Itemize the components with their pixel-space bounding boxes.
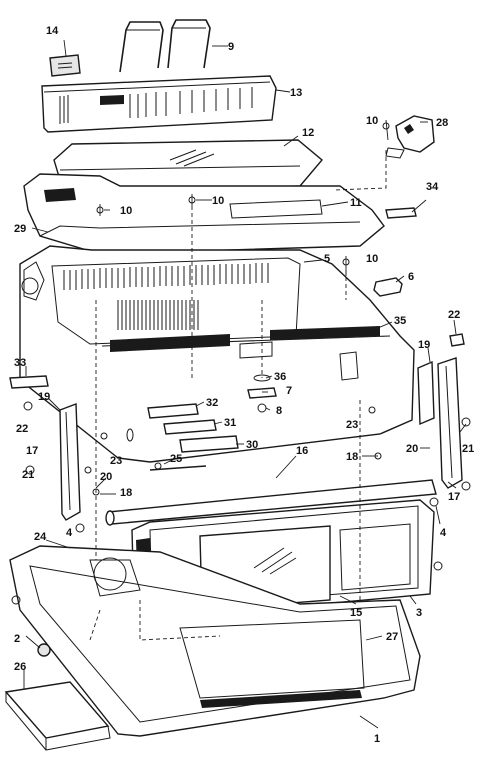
callout-34: 34: [426, 181, 439, 193]
part-5-main-body: [19, 245, 415, 463]
callout-10-c: 10: [212, 195, 224, 207]
callout-18-l: 18: [120, 487, 132, 499]
callout-5: 5: [324, 253, 330, 265]
callout-4-r: 4: [440, 527, 447, 539]
screws: [11, 119, 471, 605]
part-2-grommet: [37, 643, 51, 657]
callout-36: 36: [274, 371, 286, 383]
part-6-block: [373, 277, 403, 297]
part-28-bracket: [385, 115, 435, 159]
callout-9: 9: [228, 41, 234, 53]
callout-18-r: 18: [346, 451, 358, 463]
callout-15: 15: [350, 607, 362, 619]
callout-10-a: 10: [366, 115, 378, 127]
callout-19-l: 19: [38, 391, 50, 403]
callout-7: 7: [286, 385, 292, 397]
callout-33: 33: [14, 357, 26, 369]
callout-30: 30: [246, 439, 258, 451]
callout-21-l: 21: [22, 469, 34, 481]
callout-20-r: 20: [406, 443, 418, 455]
callout-23-r: 23: [346, 419, 358, 431]
callout-32: 32: [206, 397, 218, 409]
callout-35: 35: [394, 315, 406, 327]
callout-26: 26: [14, 661, 26, 673]
callout-23-l: 23: [110, 455, 122, 467]
callout-19-r: 19: [418, 339, 430, 351]
callout-10-b: 10: [120, 205, 132, 217]
part-34-plate: [385, 207, 417, 219]
callout-labels: 14 9 13 10 28 12 10 10 11 34 29 5 10 6 2…: [14, 25, 474, 745]
callout-17-r: 17: [448, 491, 460, 503]
callout-11: 11: [350, 197, 362, 209]
labels-30-33: [9, 375, 239, 453]
callout-12: 12: [302, 127, 314, 139]
callout-22-l: 22: [16, 423, 28, 435]
parts-17-19-side-rails: [59, 357, 463, 521]
leader-lines: [23, 39, 467, 729]
part-1-base: [9, 545, 421, 737]
callout-29: 29: [14, 223, 26, 235]
callout-6: 6: [408, 271, 414, 283]
callout-13: 13: [290, 87, 302, 99]
part-13-rear-cover-strip: [41, 75, 277, 133]
callout-1: 1: [374, 733, 380, 745]
callout-2: 2: [14, 633, 20, 645]
callout-4-l: 4: [66, 527, 73, 539]
part-11-top-cover-shell: [23, 173, 385, 255]
callout-28: 28: [436, 117, 448, 129]
callout-31: 31: [224, 417, 236, 429]
callout-21-r: 21: [462, 443, 474, 455]
assembly-lines: [89, 150, 387, 641]
part-16-roller-bar: [105, 479, 437, 526]
part-14-clip: [49, 54, 81, 77]
callout-22-r: 22: [448, 309, 460, 321]
callout-10-d: 10: [366, 253, 378, 265]
callout-16: 16: [296, 445, 308, 457]
callout-25: 25: [170, 453, 182, 465]
callout-20-l: 20: [100, 471, 112, 483]
callout-3: 3: [416, 607, 422, 619]
part-26-drawer: [4, 681, 111, 751]
callout-14: 14: [46, 25, 59, 37]
callout-27: 27: [386, 631, 398, 643]
callout-24: 24: [34, 531, 47, 543]
callout-8: 8: [276, 405, 282, 417]
part-25-rod: [149, 465, 207, 471]
part-9-bail-springs: [119, 19, 211, 73]
callout-17-l: 17: [26, 445, 38, 457]
